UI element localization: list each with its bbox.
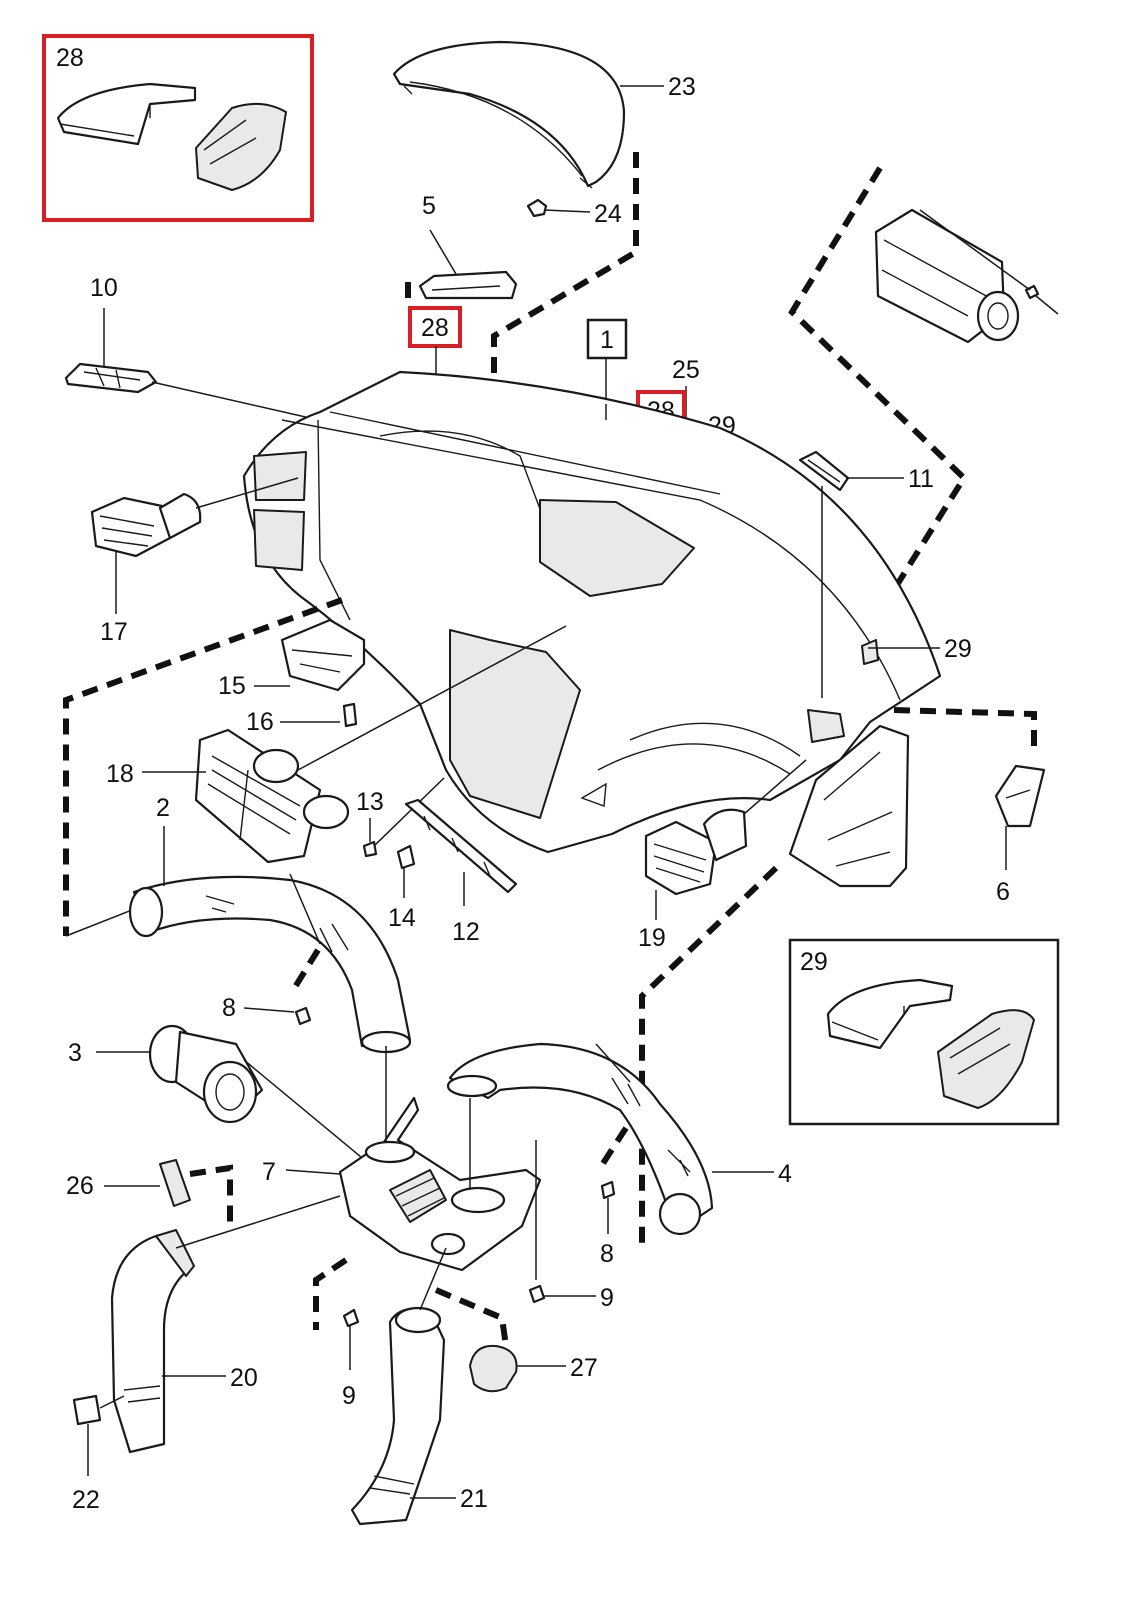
part-24-screw: 24: [526, 198, 622, 228]
part-1-dashboard: [242, 370, 942, 888]
part-6-end-cap: 6: [994, 764, 1046, 906]
inset-29-frame: [788, 938, 1060, 1126]
part-12-bracket: 12: [404, 798, 518, 946]
boxed-1-label: 1: [600, 326, 614, 354]
part-7-air-distributor: 7: [262, 1046, 542, 1280]
callout-2: 2: [156, 794, 170, 822]
inset-28-highlight-frame: [42, 34, 314, 222]
callout-17: 17: [100, 618, 128, 646]
callout-8-left: 8: [222, 994, 236, 1022]
part-13-screw: 13: [356, 777, 445, 858]
part-8-screw-right: 8: [600, 1180, 616, 1268]
callout-27: 27: [570, 1354, 598, 1382]
callout-26: 26: [66, 1172, 94, 1200]
callout-16: 16: [246, 708, 274, 736]
part-23-upper-cover: 23: [392, 40, 696, 189]
inset-29-cover-b: [937, 1009, 1035, 1109]
part-9-screw-right: 9: [528, 1284, 614, 1312]
callout-4: 4: [778, 1160, 792, 1188]
part-4-duct: 4: [446, 1042, 792, 1236]
boxed-28-left-label: 28: [421, 314, 449, 342]
callout-15: 15: [218, 672, 246, 700]
part-5-bracket: 5: [418, 192, 518, 300]
part-16-screw: 16: [246, 702, 358, 736]
boxed-28-left-frame: [408, 306, 462, 348]
callout-21: 21: [460, 1485, 488, 1513]
callout-5: 5: [422, 192, 436, 220]
callout-23: 23: [668, 73, 696, 101]
callout-7: 7: [262, 1158, 276, 1186]
callout-9-right: 9: [600, 1284, 614, 1312]
callout-6: 6: [996, 878, 1010, 906]
inset-28-label: 28: [56, 44, 84, 72]
callout-25: 25: [672, 356, 700, 384]
callout-29-right: 29: [944, 635, 972, 663]
part-14-clip: 14: [388, 844, 416, 932]
callout-19: 19: [638, 924, 666, 952]
callout-24: 24: [594, 200, 622, 228]
callout-group-29-right: 29: [868, 635, 972, 663]
callout-14: 14: [388, 904, 416, 932]
callout-8-right: 8: [600, 1240, 614, 1268]
part-15-bracket: 15: [218, 618, 366, 700]
inset-29-panel: 29: [788, 938, 1060, 1126]
callout-3: 3: [68, 1039, 82, 1067]
inset-29-cover-a: [826, 978, 954, 1050]
callout-13: 13: [356, 788, 384, 816]
part-11-vent: 11: [798, 450, 934, 698]
airbag-module: [874, 208, 1059, 344]
part-26-seal: 26: [66, 1159, 191, 1207]
part-18-center-vent: 18: [106, 625, 567, 864]
callout-20: 20: [230, 1364, 258, 1392]
callout-18: 18: [106, 760, 134, 788]
part-8-screw-left: 8: [222, 994, 312, 1026]
part-9-screw-left: 9: [342, 1308, 360, 1410]
part-17-side-vent: 17: [90, 477, 299, 646]
part-3-duct-connector: 3: [68, 1024, 409, 1197]
inset-28-panel: 28: [42, 34, 314, 222]
callout-12: 12: [452, 918, 480, 946]
part-22-clip: 22: [72, 1394, 125, 1514]
callout-22: 22: [72, 1486, 100, 1514]
inset-29-label: 29: [800, 948, 828, 976]
part-27-cap: 27: [469, 1344, 598, 1393]
callout-11: 11: [908, 465, 934, 493]
part-10-vent-grille: 10: [64, 274, 311, 419]
boxed-1-main-assembly: 1: [586, 318, 628, 404]
callout-10: 10: [90, 274, 118, 302]
callout-9-left: 9: [342, 1382, 356, 1410]
part-21-duct: 21: [350, 1247, 488, 1526]
part-20-duct: 20: [110, 1195, 341, 1454]
part-2-duct: 2: [128, 794, 412, 1054]
part-19-side-vent: 19: [638, 759, 807, 952]
